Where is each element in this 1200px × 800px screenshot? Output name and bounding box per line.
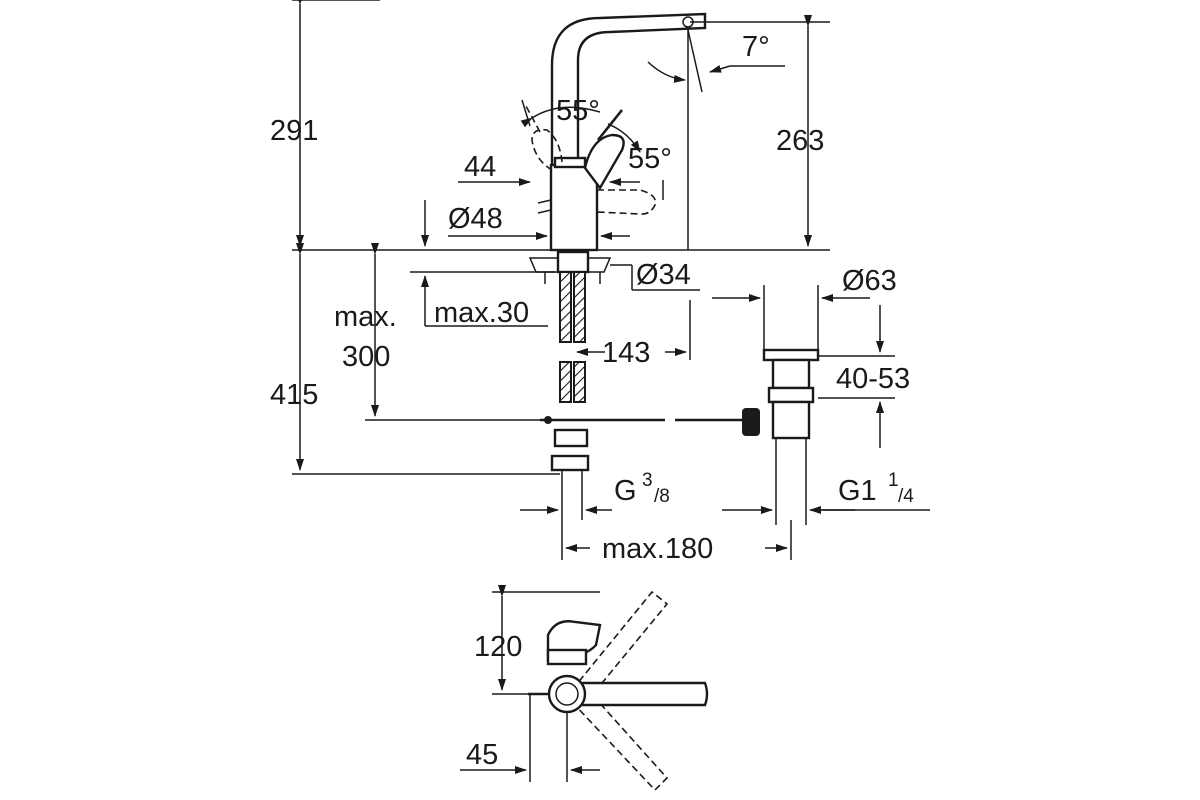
label-415: 415: [270, 379, 318, 411]
label-max180: max.180: [602, 533, 713, 565]
label-7-degree: 7°: [742, 31, 770, 63]
label-d34: Ø34: [636, 259, 691, 291]
angle-arc: [647, 61, 686, 83]
spout-swivel-dashed-upper: [571, 590, 669, 701]
hose-connector: [553, 428, 589, 448]
label-45: 45: [466, 739, 498, 771]
hose-connector: [550, 454, 590, 472]
label-40-53: 40-53: [836, 363, 910, 395]
angle-ref-line: [521, 99, 531, 127]
angle-arc-right: [607, 123, 641, 153]
faucet-body: [549, 163, 599, 252]
label-d48: Ø48: [448, 203, 503, 235]
label-55-right: 55°: [628, 143, 672, 175]
label-max-line1: max.: [334, 301, 397, 333]
label-291: 291: [270, 115, 318, 147]
supply-hose: [559, 271, 572, 343]
waste-flange: [762, 348, 820, 362]
rod-clip: [742, 408, 760, 436]
label-max-line2: 300: [342, 341, 390, 373]
spout-swivel-dashed-lower: [571, 689, 669, 792]
label-55-left: 55°: [556, 95, 600, 127]
angle-arc-left: [520, 106, 601, 128]
waste-nut: [767, 386, 815, 404]
label-thread-right-sub: /4: [898, 486, 914, 507]
spout-top: [563, 681, 709, 707]
body-top-inner: [555, 682, 579, 706]
label-143: 143: [602, 337, 650, 369]
label-thread-left-main: G: [614, 475, 637, 507]
lever-dashed-horizontal: [596, 189, 657, 215]
waste-body: [771, 358, 811, 390]
label-d63: Ø63: [842, 265, 897, 297]
lever-handle: [583, 133, 625, 191]
rod-end: [544, 416, 552, 424]
lever-dashed-left-tip: [525, 105, 541, 133]
body-top-circle: [547, 674, 587, 714]
label-max30: max.30: [434, 297, 529, 329]
lever-base: [553, 156, 587, 169]
dimension-labels: 291 263 7° 55° 55° 44 Ø48 Ø34 Ø63 max.30…: [270, 31, 914, 771]
lever-top-base: [546, 648, 588, 666]
label-263: 263: [776, 125, 824, 157]
supply-hose: [559, 361, 572, 403]
mounting-nut: [556, 250, 590, 274]
lever-dashed-left: [531, 128, 563, 171]
label-120: 120: [474, 631, 522, 663]
top-view: [460, 585, 709, 792]
faucet-spout: [550, 12, 707, 170]
label-thread-left-sub: /8: [654, 486, 670, 507]
label-thread-right-main: G1: [838, 475, 877, 507]
angle-arrow: [709, 65, 731, 73]
supply-hose: [573, 271, 586, 343]
spout-angle-line: [687, 29, 703, 93]
label-44: 44: [464, 151, 496, 183]
body-detail: [537, 199, 552, 214]
waste-pipe-top: [771, 400, 811, 440]
side-view: [292, 0, 930, 560]
supply-hose: [573, 361, 586, 403]
label-thread-left-sup: 3: [642, 470, 653, 491]
label-thread-right-sup: 1: [888, 470, 899, 491]
